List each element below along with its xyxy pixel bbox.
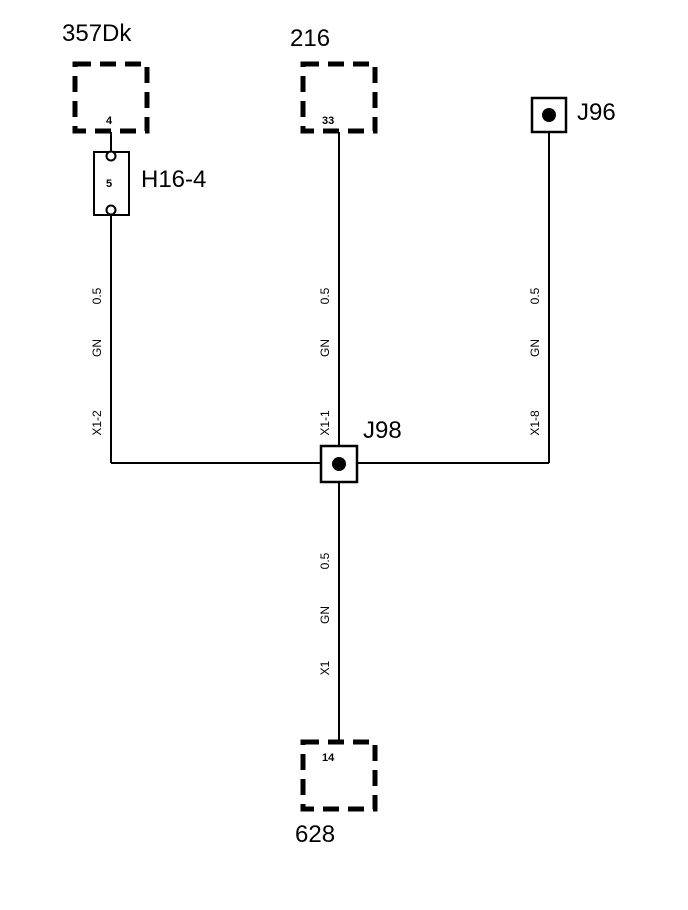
- wire-middle-connector: X1-1: [318, 410, 332, 436]
- component-628-name: 628: [295, 821, 335, 848]
- connector-h16-4: 5 H16-4: [93, 150, 206, 216]
- connector-h16-4-top-pin: [105, 150, 117, 162]
- component-357dk: 357Dk 4: [62, 20, 150, 134]
- wire-bottom-connector: X1: [318, 660, 332, 675]
- wire-bottom-size: 0.5: [318, 552, 332, 569]
- splice-j96: J96: [530, 96, 616, 134]
- component-628: 14 628: [295, 739, 378, 848]
- component-357dk-box: [72, 61, 150, 134]
- wire-middle-size: 0.5: [318, 287, 332, 304]
- connector-h16-4-name: H16-4: [141, 166, 206, 193]
- wire-left-connector: X1-2: [90, 410, 104, 436]
- component-216-pin: 33: [322, 115, 334, 127]
- component-357dk-name: 357Dk: [62, 20, 132, 47]
- wire-bottom-color: GN: [318, 606, 332, 624]
- component-216: 216 33: [290, 25, 378, 134]
- wire-middle-color: GN: [318, 339, 332, 357]
- connector-h16-4-bottom-pin: [105, 204, 117, 216]
- component-628-box: [300, 739, 378, 812]
- wire-right-color: GN: [528, 339, 542, 357]
- splice-j98-box: [319, 444, 359, 484]
- connector-h16-4-pin: 5: [106, 178, 112, 190]
- component-357dk-pin: 4: [106, 115, 113, 127]
- wire-right-size: 0.5: [528, 287, 542, 304]
- wire-right-connector: X1-8: [528, 410, 542, 436]
- splice-j98-dot: [332, 457, 346, 471]
- splice-j98-name: J98: [363, 417, 402, 444]
- wire-left-size: 0.5: [90, 287, 104, 304]
- component-628-pin: 14: [322, 752, 335, 764]
- splice-j98: J98: [319, 417, 402, 484]
- component-216-box: [300, 61, 378, 134]
- splice-j96-dot: [542, 108, 556, 122]
- splice-j96-name: J96: [577, 99, 616, 126]
- component-216-name: 216: [290, 25, 330, 52]
- wire-left-color: GN: [90, 339, 104, 357]
